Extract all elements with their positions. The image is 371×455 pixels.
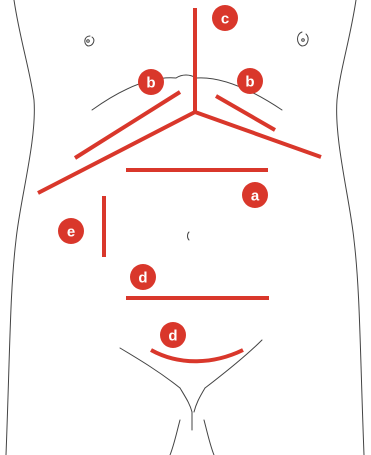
incision-d-pfannenstiel: [151, 350, 243, 361]
left-nipple-dot: [87, 40, 90, 43]
badge-e-label: e: [67, 224, 75, 241]
right-nipple-dot: [302, 39, 305, 42]
badge-d-lower-label: d: [138, 270, 147, 287]
torso-left-contour: [6, 0, 34, 455]
badge-b-right: b: [237, 68, 263, 94]
navel: [188, 232, 190, 240]
badge-a: a: [242, 182, 268, 208]
badge-b-left: b: [138, 69, 164, 95]
left-thigh-line: [170, 420, 180, 455]
badge-b-left-label: b: [146, 75, 155, 92]
groin-left-curve: [120, 348, 180, 388]
incision-chevron-left: [38, 112, 195, 193]
pubic-curve-right: [194, 388, 205, 412]
right-thigh-line: [204, 420, 214, 455]
pubic-curve: [180, 388, 192, 412]
groin-right-curve: [205, 340, 262, 388]
badge-d-pfannenstiel-label: d: [168, 328, 177, 345]
incision-b-right: [216, 96, 275, 130]
badge-d-pfannenstiel: d: [160, 322, 186, 348]
badge-c-label: c: [221, 11, 229, 28]
badge-b-right-label: b: [245, 74, 254, 91]
torso-right-contour: [337, 0, 364, 455]
badge-a-label: a: [251, 188, 260, 205]
badge-e: e: [58, 218, 84, 244]
badge-d-lower: d: [130, 264, 156, 290]
incision-lines: [38, 8, 321, 361]
badge-c: c: [212, 5, 238, 31]
